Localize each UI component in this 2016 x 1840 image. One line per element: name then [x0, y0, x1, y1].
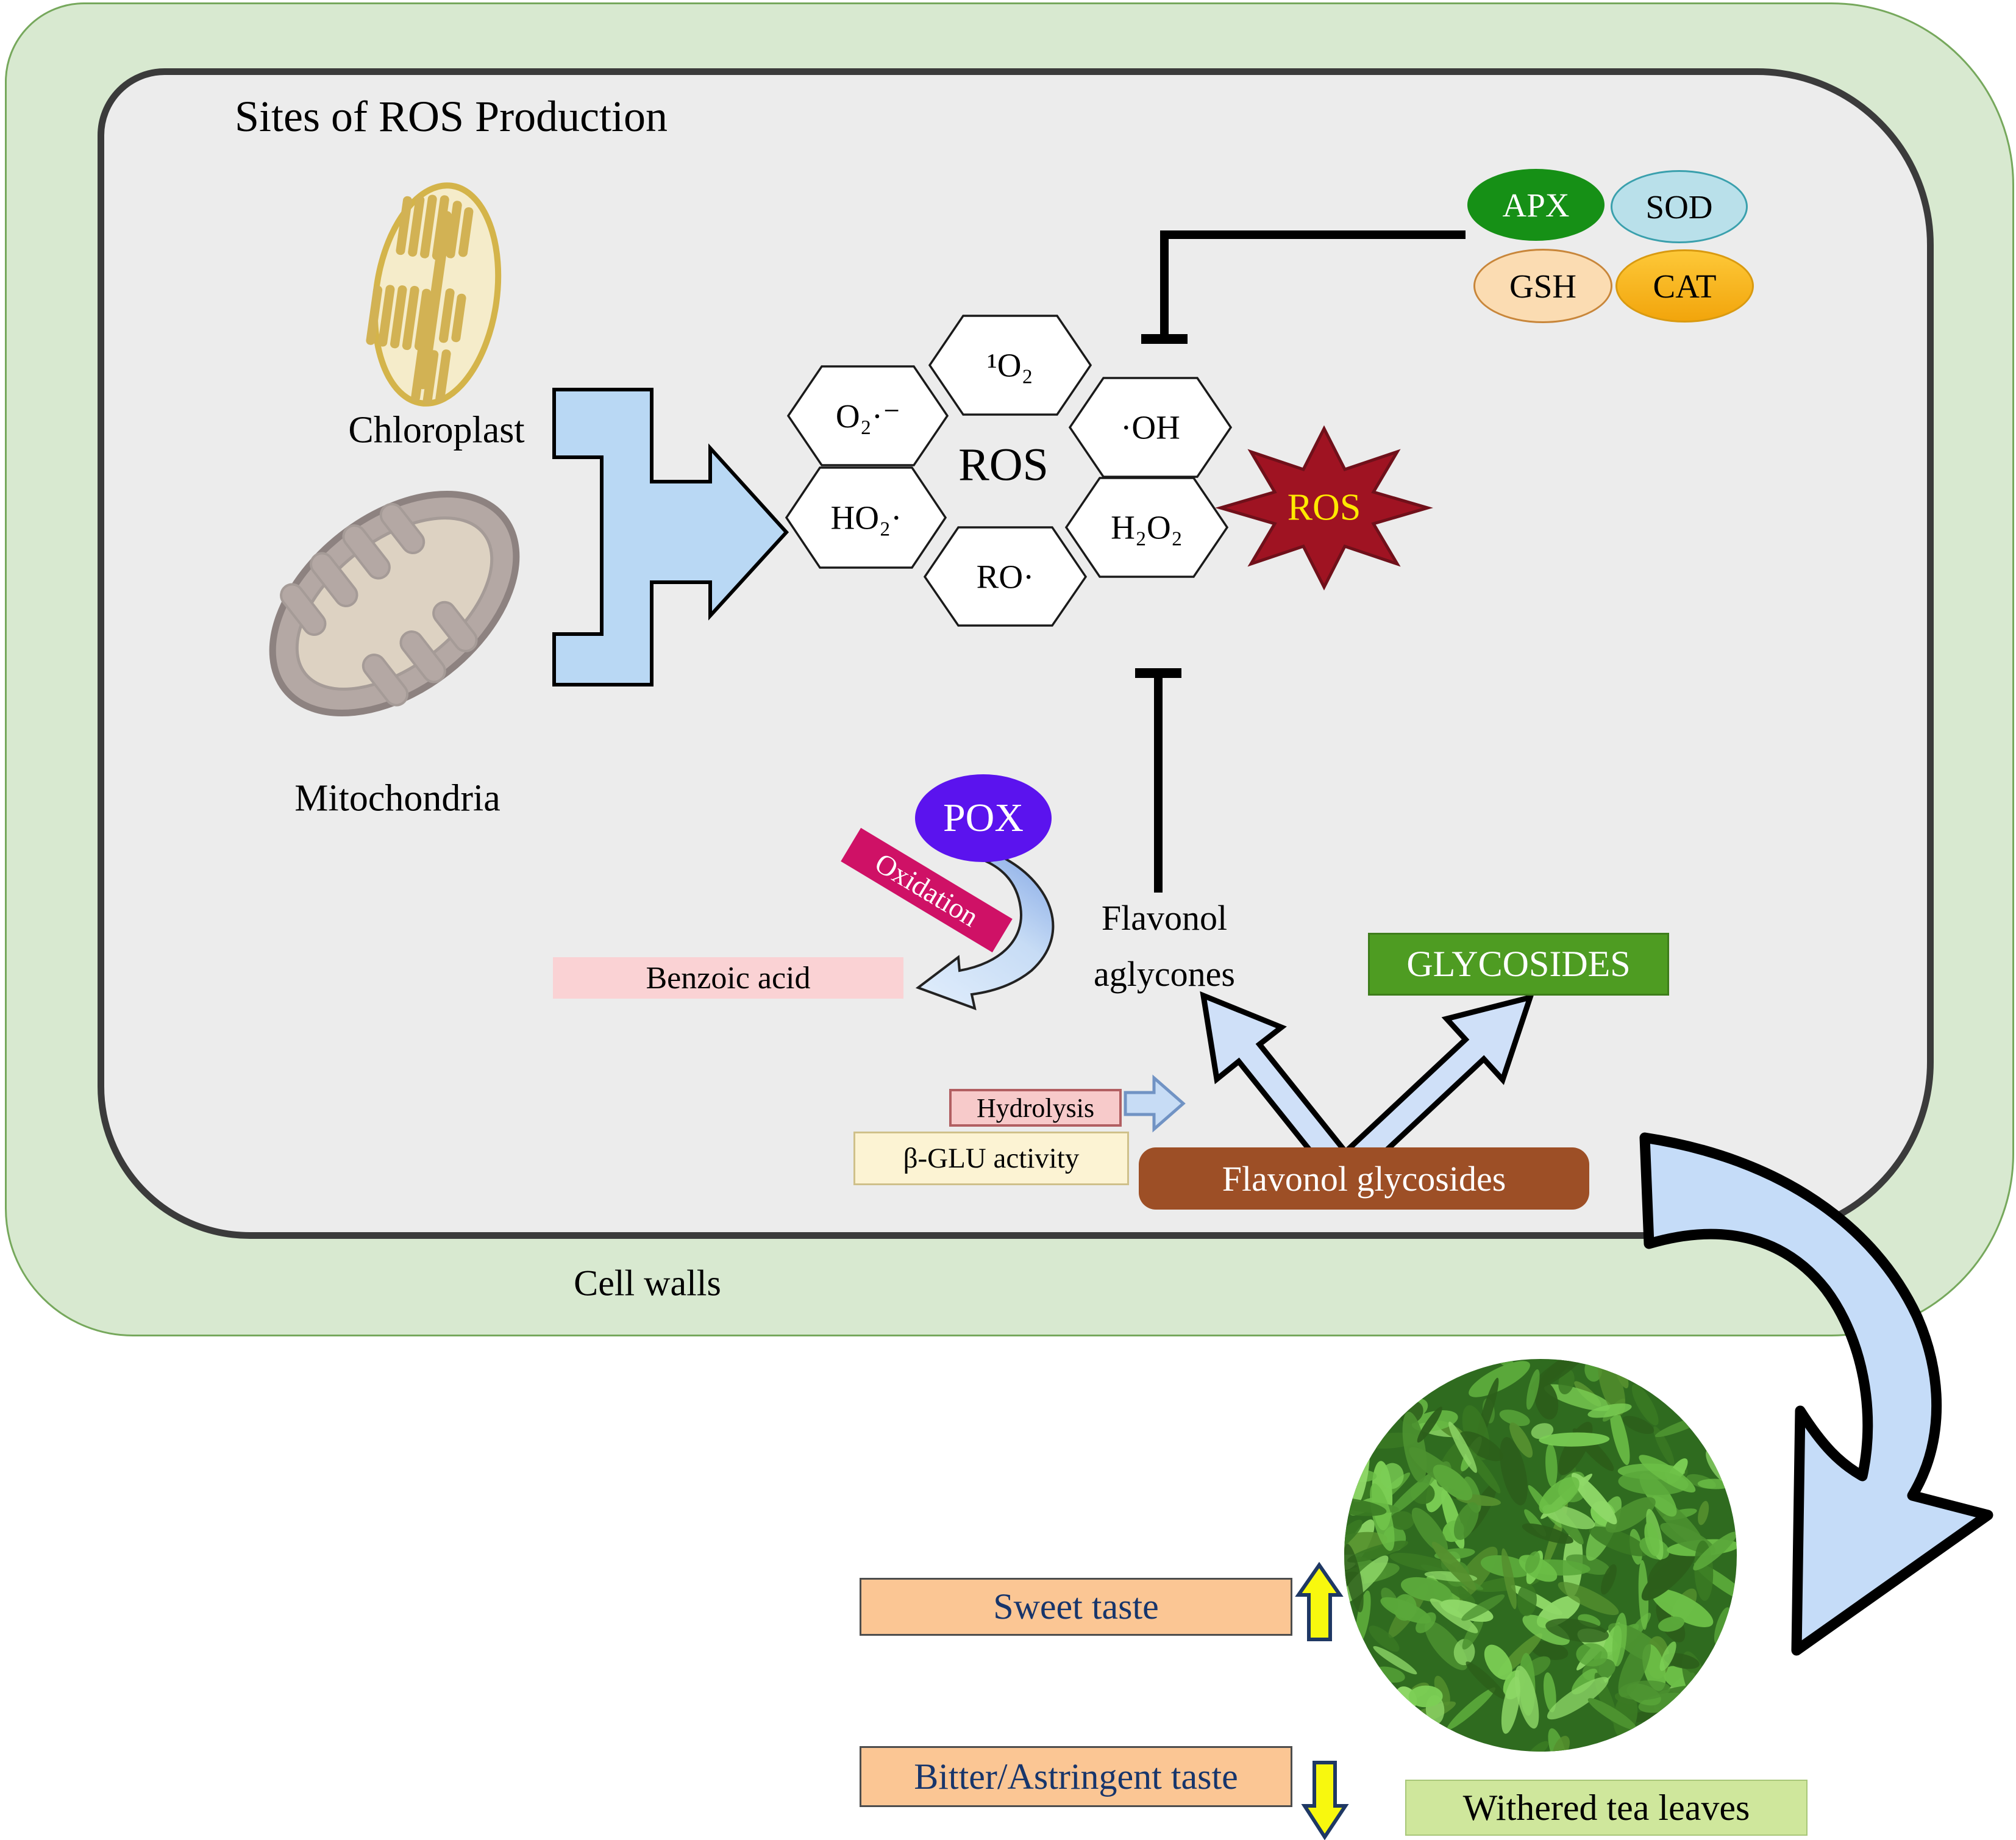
glycosides-to-aglycones-arrow	[1200, 991, 1347, 1170]
hexagon-hydroperoxyl	[785, 466, 947, 569]
organelles-to-ros-arrow	[552, 388, 789, 686]
sweet-up-arrow	[1295, 1561, 1344, 1641]
gsh-label: GSH	[1509, 267, 1577, 305]
hexagon-superoxide	[786, 365, 949, 466]
ros-cluster-label: ROS	[958, 439, 1049, 491]
oxidation-curved-arrow	[915, 857, 1055, 1011]
aglycones-inhibition-line	[1135, 668, 1181, 893]
hydroxyl-radical-label: ·OH	[1120, 408, 1180, 446]
sod-label: SOD	[1645, 188, 1713, 226]
antioxidant-inhibition-line	[1141, 230, 1466, 344]
withered-tea-leaves-box: Withered tea leaves	[1405, 1780, 1808, 1836]
benzoic-acid-label: Benzoic acid	[646, 960, 811, 996]
diagram-title: Sites of ROS Production	[235, 92, 668, 141]
glycosides-to-glycosides-box-arrow	[1346, 993, 1534, 1171]
flavonol-aglycones-label: Flavonol aglycones	[1094, 890, 1235, 1002]
flavonol-glycosides-label: Flavonol glycosides	[1222, 1158, 1506, 1199]
mitochondria-icon	[269, 490, 520, 717]
chloroplast-label: Chloroplast	[348, 409, 525, 451]
cell-walls-label: Cell walls	[574, 1263, 721, 1303]
hexagon-singlet-oxygen	[928, 315, 1092, 416]
cat-oval: CAT	[1615, 249, 1754, 323]
beta-glu-activity-label: β-GLU activity	[903, 1143, 1080, 1174]
cat-label: CAT	[1653, 267, 1717, 305]
hexagon-peroxide	[1064, 477, 1229, 578]
cell-to-leaves-curved-arrow	[1639, 1132, 1993, 1656]
singlet-oxygen-label: ¹O₂	[987, 346, 1033, 384]
apx-oval: APX	[1467, 169, 1605, 241]
apx-label: APX	[1502, 186, 1570, 224]
withered-tea-leaves-photo	[1344, 1359, 1737, 1752]
gsh-oval: GSH	[1473, 249, 1612, 323]
hexagon-hydroxyl	[1068, 377, 1233, 478]
benzoic-acid-box: Benzoic acid	[553, 957, 903, 999]
pox-label: POX	[942, 796, 1024, 840]
sod-oval: SOD	[1611, 170, 1748, 243]
bitter-astringent-taste-label: Bitter/Astringent taste	[914, 1756, 1238, 1797]
hydrolysis-box: Hydrolysis	[949, 1089, 1122, 1127]
bitter-down-arrow	[1301, 1761, 1349, 1840]
flavonol-aglycones-line1: Flavonol	[1101, 898, 1228, 938]
glycosides-label: GLYCOSIDES	[1406, 944, 1631, 984]
glycosides-box: GLYCOSIDES	[1368, 933, 1669, 996]
bitter-astringent-taste-box: Bitter/Astringent taste	[860, 1746, 1292, 1807]
alkoxyl-label: RO·	[976, 558, 1035, 596]
withered-tea-leaves-label: Withered tea leaves	[1462, 1787, 1750, 1828]
chloroplast-icon	[366, 182, 502, 407]
hydrolysis-arrow	[1124, 1074, 1186, 1133]
hexagon-alkoxyl	[923, 526, 1088, 627]
beta-glu-activity-box: β-GLU activity	[853, 1132, 1129, 1185]
sweet-taste-label: Sweet taste	[993, 1586, 1159, 1627]
superoxide-label: O₂·⁻	[835, 398, 901, 435]
pox-oval: POX	[915, 774, 1052, 862]
ros-burst-label: ROS	[1287, 487, 1361, 529]
hydroperoxyl-label: HO₂·	[830, 499, 902, 537]
sweet-taste-box: Sweet taste	[860, 1578, 1292, 1636]
ros-burst-star	[1215, 425, 1433, 591]
mitochondria-label: Mitochondria	[294, 777, 500, 819]
flavonol-glycosides-box: Flavonol glycosides	[1139, 1147, 1589, 1210]
ros-hexagon-cluster	[785, 315, 1233, 627]
peroxide-label: H₂O₂	[1111, 508, 1183, 546]
flavonol-aglycones-line2: aglycones	[1094, 954, 1235, 994]
hydrolysis-label: Hydrolysis	[976, 1093, 1095, 1123]
